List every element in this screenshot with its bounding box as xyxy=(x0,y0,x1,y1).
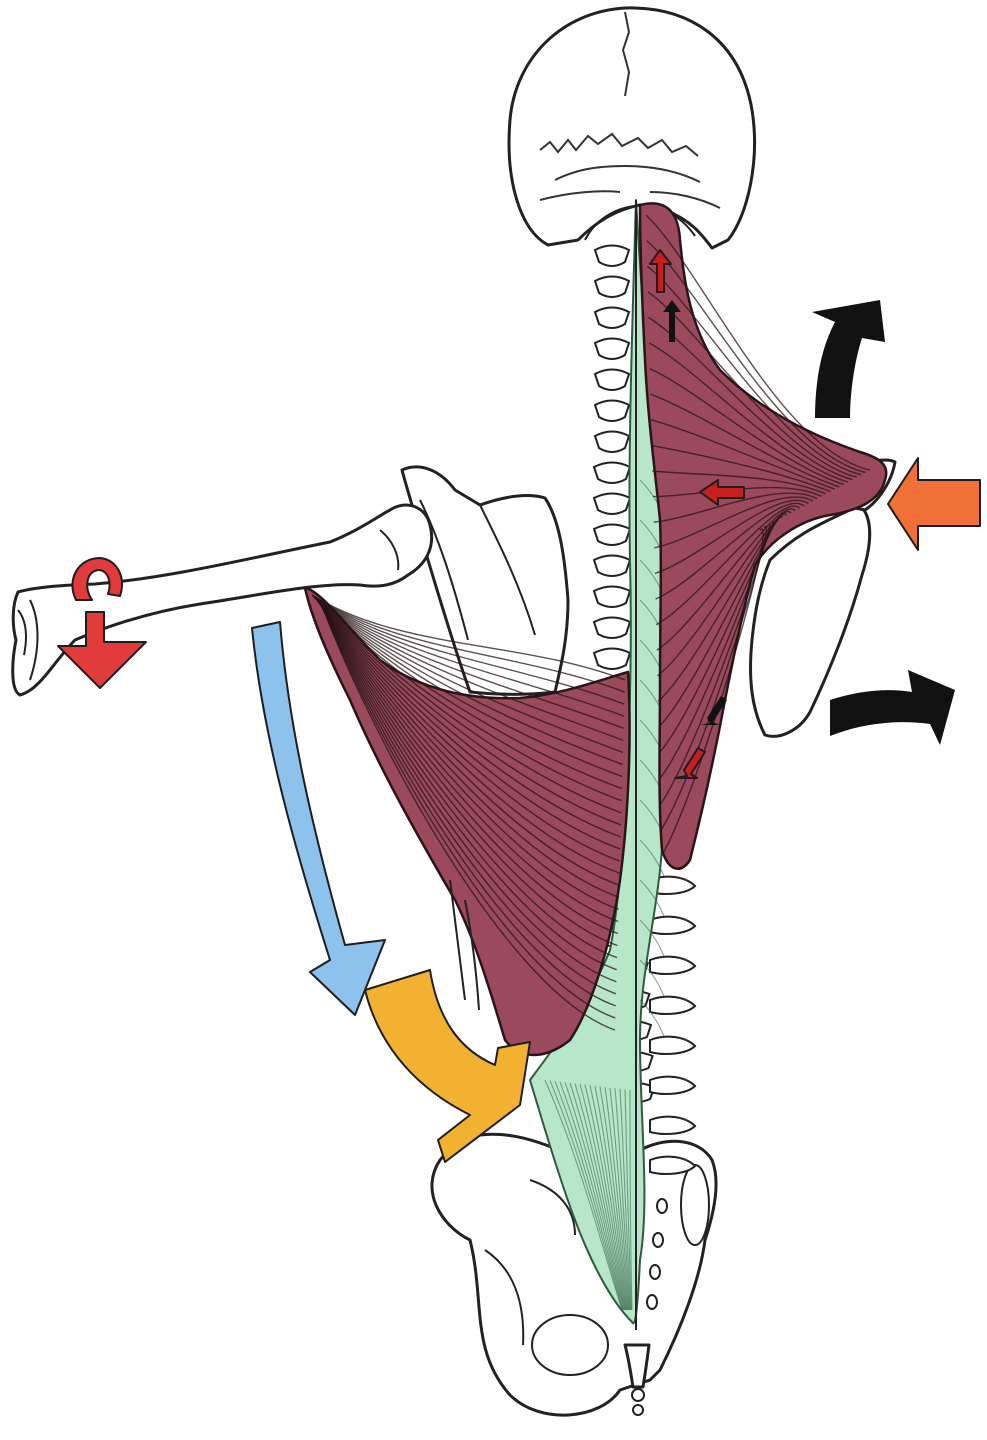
vertebra xyxy=(595,246,629,267)
vertebra xyxy=(594,556,630,577)
vertebra xyxy=(594,618,630,639)
black-up-arrow-icon xyxy=(812,300,885,418)
vertebra xyxy=(595,401,629,422)
vertebra xyxy=(594,649,630,670)
vertebra xyxy=(595,339,629,360)
vertebra-transverse-process xyxy=(650,1077,695,1094)
vertebra-transverse-process xyxy=(650,917,695,934)
vertebra xyxy=(595,370,629,391)
black-curved-arrow-icon xyxy=(830,670,955,745)
vertebra xyxy=(594,587,630,608)
vertebra-transverse-process xyxy=(650,1117,695,1134)
vertebra-transverse-process xyxy=(650,997,695,1014)
vertebra-transverse-process xyxy=(650,1037,695,1054)
skull-icon xyxy=(509,8,754,248)
vertebra xyxy=(594,494,630,515)
vertebra xyxy=(594,463,630,484)
scapula-icon xyxy=(402,467,568,694)
vertebra xyxy=(595,308,629,329)
orange-left-arrow-icon xyxy=(888,458,980,550)
vertebra xyxy=(594,525,630,546)
vertebra-transverse-process xyxy=(650,957,695,974)
vertebra xyxy=(595,432,629,453)
vertebra xyxy=(595,277,629,298)
